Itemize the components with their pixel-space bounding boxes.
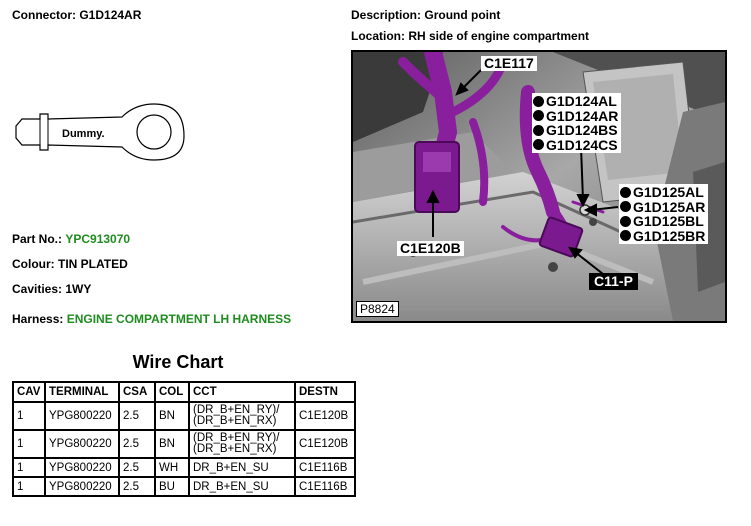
callout-g1d124ar: G1D124AR — [546, 107, 619, 124]
colour-line: Colour: TIN PLATED — [12, 257, 128, 271]
cct-line-1: (DR_B+EN_RY)/ — [193, 432, 280, 444]
cell-cct: (DR_B+EN_RY)/(DR_B+EN_RX) — [188, 429, 296, 459]
ring-terminal-drawing: Dummy. — [15, 103, 185, 161]
location-line: Location: RH side of engine compartment — [351, 29, 589, 43]
bullet-icon — [620, 186, 631, 198]
part-no-line: Part No.: YPC913070 — [12, 232, 130, 246]
cell-terminal: YPG800220 — [44, 429, 120, 459]
callout-group-g1d124: G1D124AL G1D124AR G1D124BS G1D124CS — [532, 93, 622, 153]
bullet-icon — [533, 124, 544, 136]
callout-row: G1D125BL — [620, 214, 705, 229]
callout-row: G1D125BR — [620, 227, 706, 244]
description-line: Description: Ground point — [351, 8, 500, 22]
cell-terminal: YPG800220 — [44, 401, 120, 431]
wire-chart-title: Wire Chart — [132, 352, 224, 372]
cell-cav: 1 — [12, 457, 46, 478]
header-cct: CCT — [188, 381, 296, 403]
callout-c11p: C11-P — [589, 273, 638, 290]
callout-c1e117: C1E117 — [481, 56, 537, 71]
callout-row: G1D125AL — [620, 185, 705, 200]
cell-col: BN — [154, 401, 190, 431]
callout-group-g1d125: G1D125AL G1D125AR G1D125BL G1D125BR — [619, 184, 709, 244]
bullet-icon — [620, 201, 631, 213]
harness-line: Harness: ENGINE COMPARTMENT LH HARNESS — [12, 312, 291, 326]
harness-value: ENGINE COMPARTMENT LH HARNESS — [66, 312, 292, 326]
callout-g1d124al: G1D124AL — [546, 93, 617, 109]
callout-g1d125ar: G1D125AR — [633, 198, 706, 215]
cell-terminal: YPG800220 — [44, 457, 120, 478]
cell-cct: (DR_B+EN_RY)/(DR_B+EN_RX) — [188, 401, 296, 431]
header-csa: CSA — [118, 381, 156, 403]
connector-line: Connector: G1D124AR — [12, 8, 141, 22]
callout-g1d125al: G1D125AL — [633, 184, 704, 200]
cell-csa: 2.5 — [118, 457, 156, 478]
wire-chart-header-row: CAV TERMINAL CSA COL CCT DESTN — [12, 381, 356, 403]
callout-row: G1D124BS — [533, 123, 618, 138]
terminal-dummy-label: Dummy. — [62, 128, 105, 140]
cell-cav: 1 — [12, 476, 46, 497]
description-label: Description: — [351, 8, 422, 22]
engine-compartment-photo: C1E117 G1D124AL G1D124AR G1D124BS G1D124… — [351, 50, 727, 323]
callout-row: G1D125AR — [620, 198, 706, 215]
header-col: COL — [154, 381, 190, 403]
picture-id: P8824 — [356, 301, 399, 317]
table-row: 1 YPG800220 2.5 BN (DR_B+EN_RY)/(DR_B+EN… — [12, 429, 356, 459]
header-terminal: TERMINAL — [44, 381, 120, 403]
wire-chart-table: CAV TERMINAL CSA COL CCT DESTN 1 YPG8002… — [12, 381, 356, 497]
cell-destn: C1E116B — [294, 476, 356, 497]
cavities-line: Cavities: 1WY — [12, 282, 91, 296]
cell-cct: DR_B+EN_SU — [188, 476, 296, 497]
connector-value: G1D124AR — [79, 8, 142, 22]
cell-terminal: YPG800220 — [44, 476, 120, 497]
cell-col: BN — [154, 429, 190, 459]
callout-row: G1D124AL — [533, 94, 618, 109]
cell-destn: C1E116B — [294, 457, 356, 478]
cell-col: BU — [154, 476, 190, 497]
cavities-label: Cavities: — [12, 282, 63, 296]
bullet-icon — [620, 215, 631, 227]
cct-line-2: (DR_B+EN_RX) — [193, 415, 277, 427]
part-no-value: YPC913070 — [65, 232, 131, 246]
cell-col: WH — [154, 457, 190, 478]
cell-csa: 2.5 — [118, 429, 156, 459]
header-destn: DESTN — [294, 381, 356, 403]
colour-value: TIN PLATED — [58, 257, 128, 271]
cct-line-2: (DR_B+EN_RX) — [193, 443, 277, 455]
table-row: 1 YPG800220 2.5 BN (DR_B+EN_RY)/(DR_B+EN… — [12, 401, 356, 431]
callout-g1d125bl: G1D125BL — [633, 213, 704, 229]
callout-g1d124bs: G1D124BS — [546, 122, 618, 138]
part-no-label: Part No.: — [12, 232, 63, 246]
cell-destn: C1E120B — [294, 429, 356, 459]
table-row: 1 YPG800220 2.5 BU DR_B+EN_SU C1E116B — [12, 476, 356, 497]
cell-cav: 1 — [12, 429, 46, 459]
location-label: Location: — [351, 29, 405, 43]
harness-label: Harness: — [12, 312, 64, 326]
cell-cct: DR_B+EN_SU — [188, 457, 296, 478]
location-value: RH side of engine compartment — [408, 29, 590, 43]
cell-destn: C1E120B — [294, 401, 356, 431]
connector-label: Connector: — [12, 8, 76, 22]
cell-csa: 2.5 — [118, 476, 156, 497]
header-cav: CAV — [12, 381, 46, 403]
cct-line-1: (DR_B+EN_RY)/ — [193, 404, 280, 416]
colour-label: Colour: — [12, 257, 55, 271]
bullet-icon — [533, 139, 544, 151]
callout-g1d124cs: G1D124CS — [546, 136, 618, 153]
callout-c1e120b: C1E120B — [397, 241, 464, 256]
cell-cav: 1 — [12, 401, 46, 431]
callout-g1d125br: G1D125BR — [633, 227, 706, 244]
description-value: Ground point — [424, 8, 501, 22]
bullet-icon — [620, 230, 631, 242]
bullet-icon — [533, 110, 544, 122]
cavities-value: 1WY — [65, 282, 92, 296]
cell-csa: 2.5 — [118, 401, 156, 431]
table-row: 1 YPG800220 2.5 WH DR_B+EN_SU C1E116B — [12, 457, 356, 478]
callout-row: G1D124AR — [533, 107, 619, 124]
callout-row: G1D124CS — [533, 136, 618, 153]
bullet-icon — [533, 95, 544, 107]
